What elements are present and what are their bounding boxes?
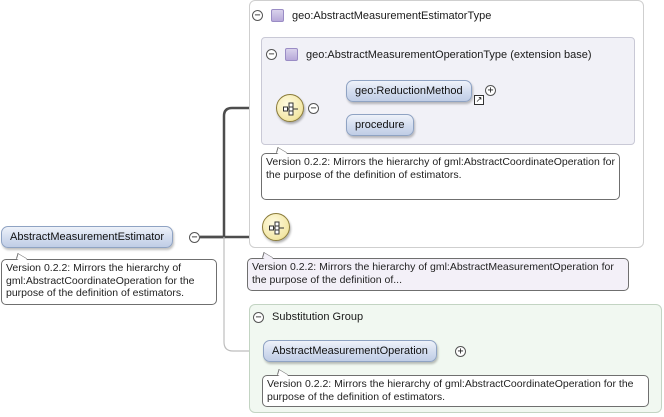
type-box-title: geo:AbstractMeasurementEstimatorType bbox=[292, 9, 492, 22]
substitution-group-title: Substitution Group bbox=[272, 311, 364, 323]
base-type-collapse-toggle[interactable]: − bbox=[266, 49, 277, 60]
abstract-measurement-operation-expand-toggle[interactable]: + bbox=[455, 346, 466, 357]
reference-arrow-icon: ↗ bbox=[474, 95, 484, 105]
element-abstract-measurement-operation[interactable]: AbstractMeasurementOperation bbox=[263, 340, 437, 362]
substitution-member-annotation: Version 0.2.2: Mirrors the hierarchy of … bbox=[262, 375, 649, 407]
root-element-collapse-toggle[interactable]: − bbox=[189, 232, 200, 243]
sequence-icon bbox=[283, 102, 298, 116]
element-procedure[interactable]: procedure bbox=[346, 114, 414, 136]
element-reduction-method[interactable]: geo:ReductionMethod bbox=[346, 80, 472, 102]
sequence-collapse-toggle[interactable]: − bbox=[308, 103, 319, 114]
base-type-annotation: Version 0.2.2: Mirrors the hierarchy of … bbox=[261, 153, 620, 200]
sequence-compositor[interactable] bbox=[276, 94, 304, 122]
connector-root-to-sequence bbox=[200, 106, 276, 239]
complex-type-icon bbox=[271, 9, 284, 22]
type-annotation: Version 0.2.2: Mirrors the hierarchy of … bbox=[247, 258, 629, 291]
root-element-annotation: Version 0.2.2: Mirrors the hierarchy of … bbox=[1, 259, 217, 305]
sequence-icon bbox=[269, 221, 284, 235]
type-box-collapse-toggle[interactable]: − bbox=[252, 10, 263, 21]
complex-type-icon bbox=[285, 48, 298, 61]
type-box-header: − geo:AbstractMeasurementEstimatorType bbox=[252, 9, 491, 22]
reduction-method-expand-toggle[interactable]: + bbox=[485, 85, 496, 96]
substitution-group-header: − Substitution Group bbox=[253, 311, 363, 323]
connector-root-to-substitution bbox=[223, 237, 263, 352]
base-type-title: geo:AbstractMeasurementOperationType (ex… bbox=[306, 48, 592, 61]
base-type-box-header: − geo:AbstractMeasurementOperationType (… bbox=[266, 48, 592, 61]
sequence-compositor-2[interactable] bbox=[262, 213, 290, 241]
substitution-group-collapse-toggle[interactable]: − bbox=[253, 311, 264, 323]
root-element-abstract-measurement-estimator[interactable]: AbstractMeasurementEstimator bbox=[1, 226, 174, 248]
